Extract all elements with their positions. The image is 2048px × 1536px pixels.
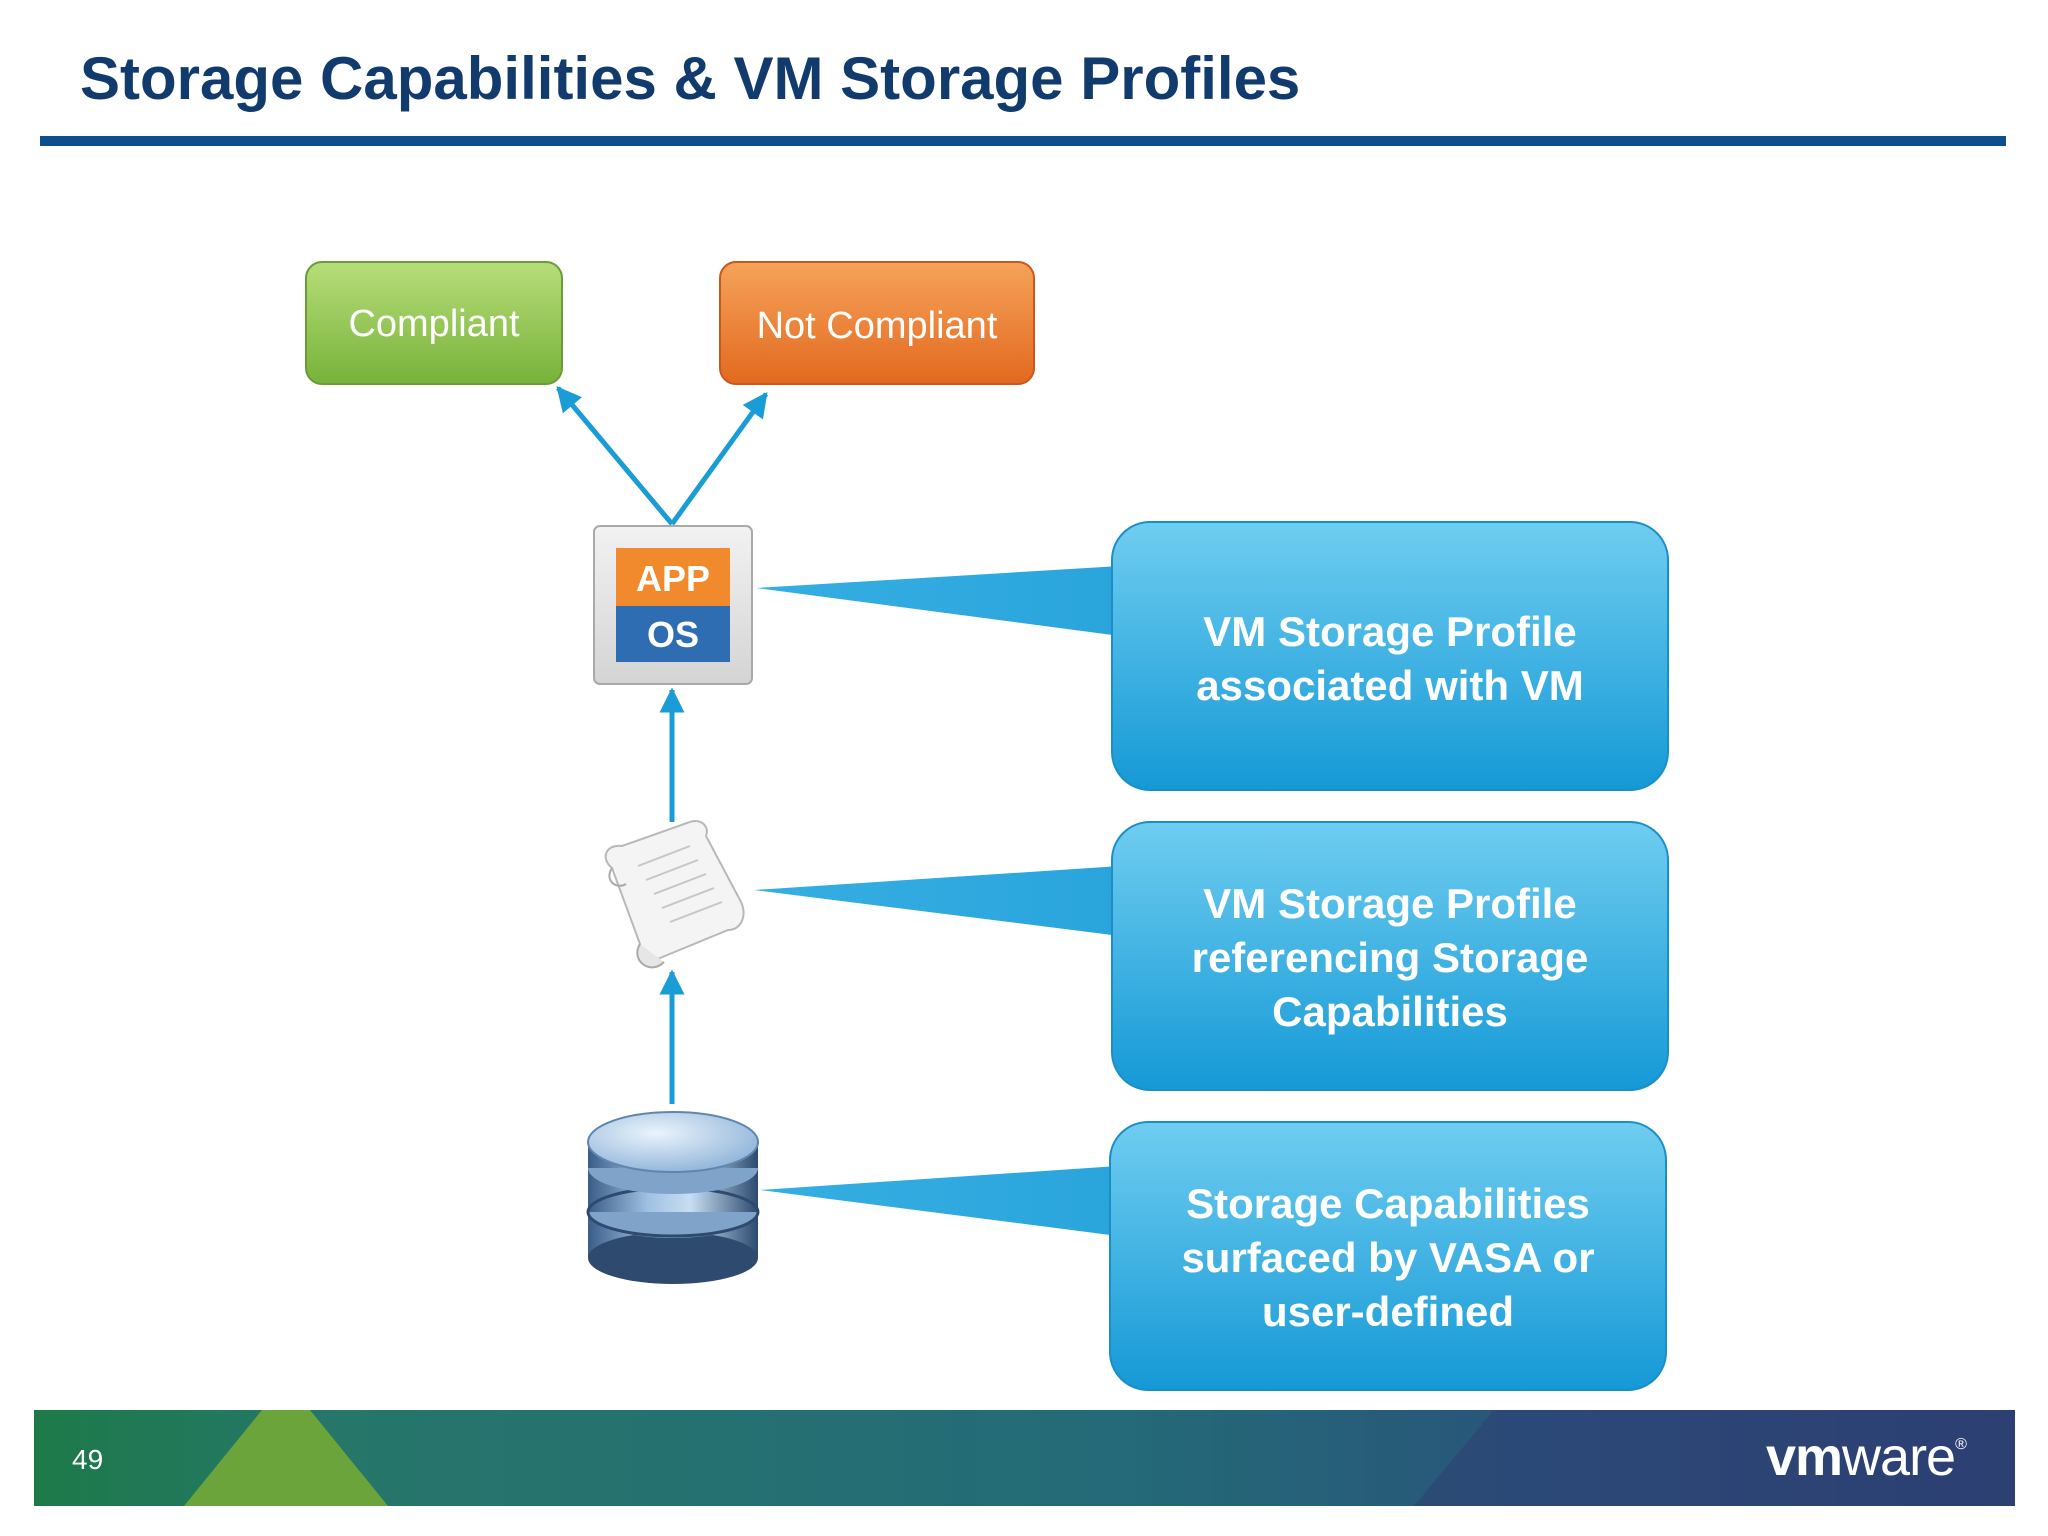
datastore-icon — [586, 1111, 760, 1284]
callout-profile-reference-line-1: VM Storage Profile — [1203, 880, 1576, 927]
vm-app-label: APP — [636, 558, 710, 599]
callout-vm-profile-line-2: associated with VM — [1196, 662, 1583, 709]
callout-vm-profile-line-1: VM Storage Profile — [1203, 608, 1576, 655]
compliant-box: Compliant — [305, 261, 563, 385]
footer-bar — [34, 1410, 2015, 1506]
storage-profile-diagram: Compliant Not Compliant APP OS — [305, 261, 1669, 1391]
callout-vm-profile — [1111, 521, 1669, 791]
not-compliant-box: Not Compliant — [719, 261, 1035, 385]
footer-navy-band — [1414, 1410, 2015, 1506]
title-divider — [40, 136, 2006, 146]
arrow-to-not-compliant — [669, 391, 769, 526]
vmware-logo-mark: ® — [1955, 1436, 1967, 1453]
callout-storage-line-2: surfaced by VASA or — [1181, 1234, 1594, 1281]
callout-storage-line-1: Storage Capabilities — [1186, 1180, 1590, 1227]
callout-profile-reference-line-3: Capabilities — [1272, 988, 1508, 1035]
slide-title: Storage Capabilities & VM Storage Profil… — [80, 45, 1301, 112]
vmware-logo: vmware® — [1766, 1426, 1967, 1488]
not-compliant-label: Not Compliant — [757, 305, 998, 347]
callout-tail-storage — [760, 1166, 1118, 1236]
callout-profile-reference-line-2: referencing Storage — [1192, 934, 1589, 981]
callout-storage-line-3: user-defined — [1262, 1288, 1514, 1335]
footer-green-triangle — [184, 1410, 388, 1506]
page-number: 49 — [72, 1444, 104, 1475]
compliant-label: Compliant — [348, 303, 520, 345]
vm-app-os-icon: APP OS — [593, 525, 753, 685]
callout-tail-vm — [756, 566, 1120, 636]
arrow-to-compliant — [556, 386, 674, 526]
policy-scroll-icon — [604, 820, 745, 969]
vmware-logo-ware: ware — [1842, 1427, 1956, 1487]
callout-storage-capabilities — [1109, 1121, 1667, 1391]
callout-profile-reference — [1111, 821, 1669, 1091]
vm-os-label: OS — [647, 614, 699, 655]
vmware-logo-vm: vm — [1766, 1427, 1843, 1487]
callout-tail-profile — [754, 866, 1120, 936]
